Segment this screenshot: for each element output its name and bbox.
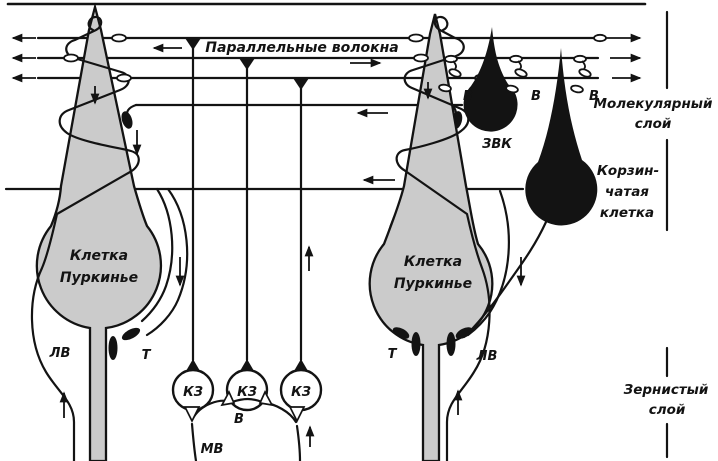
stellate-cell: ЗВК [463, 27, 518, 152]
pf-bouton [116, 73, 132, 83]
basket-cell-label2: чатая [605, 184, 649, 200]
axon-hillock-2 [240, 359, 254, 371]
pf-bouton [63, 53, 79, 63]
bouton-label-2: В [531, 89, 541, 104]
basket-terminal [108, 336, 118, 360]
basket-terminal [455, 327, 473, 339]
t-junction-3 [293, 78, 309, 90]
climbing-fiber-left [30, 15, 140, 461]
terminal-label-right: Т [388, 347, 398, 362]
layer-bracket: Молекулярный слой Корзин- чатая клетка З… [594, 10, 713, 459]
terminal-label-left: Т [142, 348, 152, 363]
basket-cell [462, 48, 598, 339]
purkinje-left-label2: Пуркинье [60, 270, 138, 286]
mossy-rosette-2 [220, 390, 236, 407]
bouton-label-3: В [589, 89, 599, 104]
granule-cell-label-3: КЗ [291, 385, 311, 400]
basket-terminal [121, 327, 141, 341]
molecular-layer-label2: слой [635, 116, 672, 132]
basket-cell-label3: клетка [600, 205, 654, 221]
basket-terminal [411, 332, 421, 356]
axon-hillock-1 [186, 359, 200, 371]
mossy-rosette-4 [288, 406, 306, 423]
basket-axon-descending [462, 220, 548, 339]
parallel-fibers-label: Параллельные волокна [205, 40, 398, 56]
granular-layer-label1: Зернистый [624, 382, 709, 398]
granule-axons [175, 38, 314, 371]
mossy-fiber-label: МВ [201, 442, 224, 457]
mossy-rosette-1 [183, 406, 201, 423]
pf-bouton [408, 33, 424, 43]
purkinje-right-label2: Пуркинье [394, 276, 472, 292]
molecular-layer-label1: Молекулярный [594, 96, 713, 112]
mossy-fiber: В МВ [183, 390, 315, 461]
basket-terminal [446, 332, 456, 356]
basket-cell-label1: Корзин- [597, 163, 659, 179]
pf-bouton-clusters: В В В [438, 33, 607, 104]
basket-collateral-right-inner [466, 189, 510, 337]
granular-layer-label2: слой [649, 402, 686, 418]
mossy-rosette-3 [258, 390, 274, 407]
purkinje-right-label1: Клетка [404, 254, 462, 270]
climbing-fiber-label-left: ЛВ [49, 346, 71, 361]
pf-bouton [413, 53, 429, 63]
basket-collateral-left-inner [140, 187, 174, 323]
basket-terminal [392, 327, 410, 339]
granule-cells: КЗ КЗ КЗ [171, 368, 323, 412]
climbing-fiber-label-right: ЛВ [476, 349, 498, 364]
axon-hillock-3 [294, 359, 308, 371]
t-junction-2 [239, 58, 255, 70]
climbing-fiber-right [395, 15, 491, 461]
stellate-cell-label: ЗВК [482, 137, 513, 152]
granule-cell-label-1: КЗ [183, 385, 203, 400]
granule-cell-label-2: КЗ [237, 385, 257, 400]
stellate-axon [121, 103, 464, 129]
purkinje-left-label1: Клетка [70, 248, 128, 264]
purkinje-cell-right: Клетка Пуркинье Т ЛВ [368, 13, 526, 461]
bouton-label-1: В [463, 89, 473, 104]
pf-bouton [111, 33, 127, 43]
inhibitory-bouton-left [121, 111, 133, 129]
basket-collateral-left-outer [145, 187, 189, 337]
bouton-label-granule: В [234, 412, 244, 427]
purkinje-cell-left: Клетка Пуркинье ЛВ Т [30, 2, 163, 461]
t-junction-1 [185, 38, 201, 50]
